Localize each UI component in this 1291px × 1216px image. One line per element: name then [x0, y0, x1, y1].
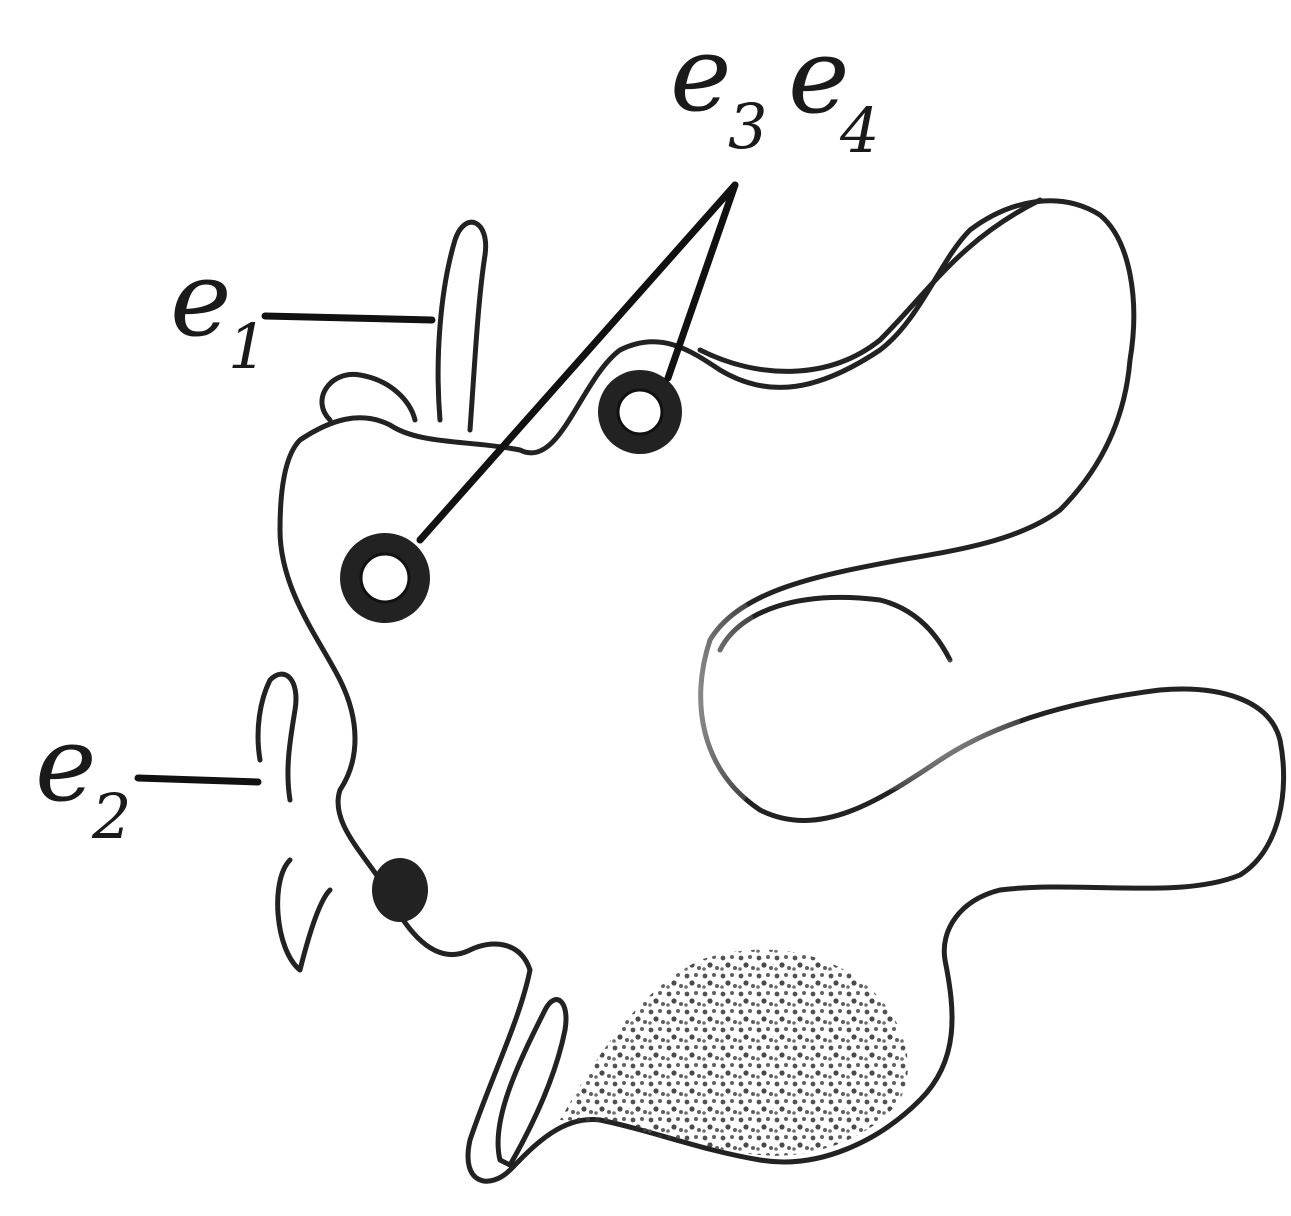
label-e2-subscript: 2 [91, 780, 131, 853]
leader-e3 [420, 185, 735, 540]
appendage-e2 [258, 674, 296, 800]
label-e2: e 2 [35, 703, 131, 853]
label-e1: e 1 [170, 238, 267, 383]
opening-top [598, 370, 682, 454]
specimen-body [280, 200, 1284, 1181]
dark-spot [372, 858, 428, 922]
label-e3-letter: e [670, 13, 732, 135]
lower-channel [498, 1000, 566, 1165]
appendage-e1 [438, 222, 486, 430]
leader-e2 [138, 778, 258, 782]
label-e4-subscript: 4 [839, 94, 879, 167]
opening-left [340, 533, 430, 623]
label-e4: e 4 [788, 15, 879, 167]
label-e2-letter: e [35, 703, 97, 825]
leader-e1 [265, 316, 432, 320]
label-e1-letter: e [170, 238, 232, 360]
label-e1-subscript: 1 [228, 310, 267, 383]
label-e3-subscript: 3 [728, 90, 767, 163]
label-e3: e 3 [670, 13, 767, 163]
